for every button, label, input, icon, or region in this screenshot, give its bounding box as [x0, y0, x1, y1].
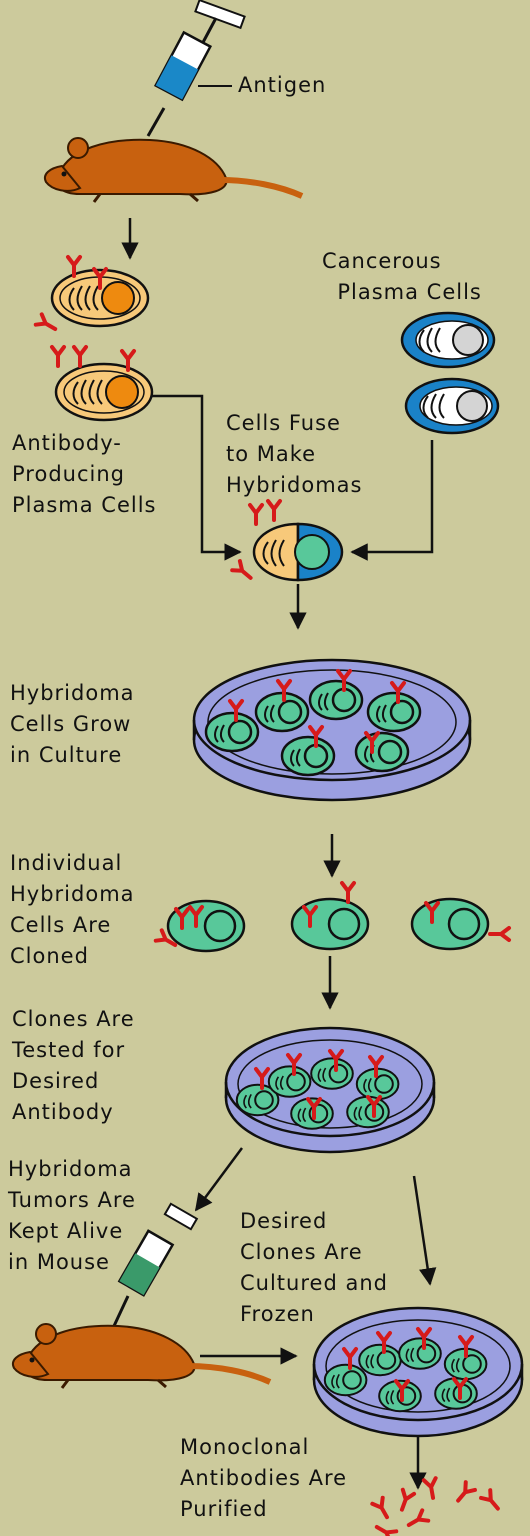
label-cancerous-plasma-cells: Cancerous Plasma Cells: [322, 249, 482, 304]
cloned-cell-1: [153, 899, 246, 953]
top-mouse: [45, 138, 302, 202]
culture-dish-1: [192, 658, 472, 802]
label-antigen: Antigen: [238, 73, 327, 97]
label-clones-tested: Clones Are Tested for Desired Antibody: [12, 1007, 135, 1124]
label-cells-cloned: Individual Hybridoma Cells Are Cloned: [10, 851, 135, 968]
plasma-cell-1: [33, 255, 150, 337]
purified-antibodies: [370, 1476, 505, 1536]
label-cells-fuse: Cells Fuse to Make Hybridomas: [226, 411, 363, 497]
label-tumors-kept-alive: Hybridoma Tumors Are Kept Alive in Mouse: [8, 1157, 136, 1274]
plasma-cell-2: [50, 345, 154, 422]
label-antibodies-purified: Monoclonal Antibodies Are Purified: [180, 1435, 348, 1521]
arrow-test-to-tumor: [194, 1147, 244, 1212]
label-antibody-producing: Antibody- Producing Plasma Cells: [12, 431, 157, 517]
fused-hybridoma: [230, 499, 344, 585]
arrow-cancer-to-fusion: [350, 440, 434, 561]
cancer-cell-2: [404, 377, 500, 435]
arrow-test-to-frozen: [412, 1175, 437, 1286]
cancer-cell-1: [400, 311, 496, 369]
cloned-cell-3: [410, 897, 511, 951]
arrow-plasma-to-fusion: [152, 394, 242, 561]
frozen-dish: [312, 1306, 524, 1438]
label-clones-cultured: Desired Clones Are Cultured and Frozen: [240, 1209, 388, 1326]
label-cells-grow: Hybridoma Cells Grow in Culture: [10, 681, 135, 767]
cloned-cell-2: [290, 881, 370, 951]
test-dish: [224, 1026, 436, 1154]
tumor-syringe: [112, 1202, 199, 1327]
antigen-syringe: [146, 0, 246, 137]
